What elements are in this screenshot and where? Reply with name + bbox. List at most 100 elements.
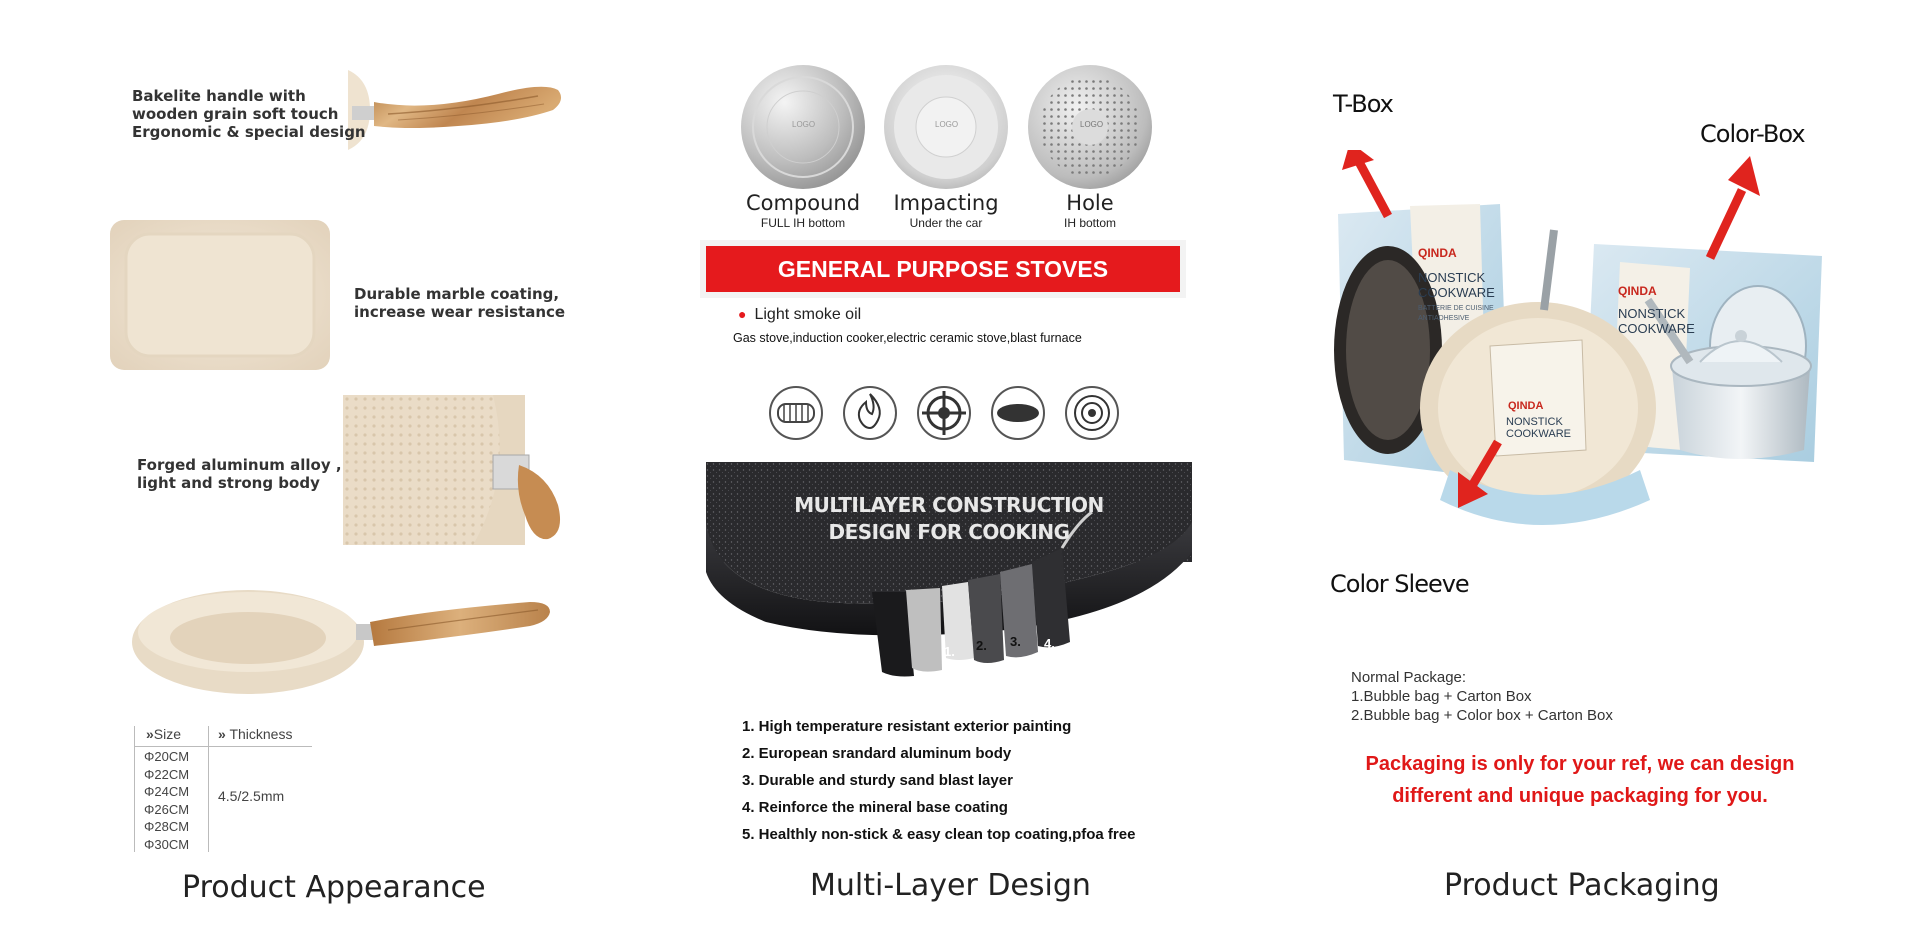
packaging-custom-line: different and unique packaging for you. [1392,785,1768,807]
box-small-left: BATTERIE DE CUISINE ANTIADHESIVE [1418,304,1494,324]
normal-package-note: Normal Package: 1.Bubble bag + Carton Bo… [1351,668,1613,725]
sleeve-brand: QINDA [1508,400,1544,412]
size-value: Φ28CM [144,819,190,834]
multilayer-construction-graphic [706,462,1192,677]
feature-handle-line: wooden grain soft touch [132,105,339,123]
bottom-title: Compound [745,191,861,215]
feature-coating-text: Durable marble coating, increase wear re… [354,285,565,321]
red-bullet-icon: ● [738,306,747,322]
sleeve-text: NONSTICK COOKWARE [1506,416,1571,440]
thickness-header: » Thickness [218,726,292,742]
label-t-box: T-Box [1333,90,1394,118]
logo-stamp-hole: LOGO [1080,120,1104,129]
size-value: Φ30CM [144,836,190,852]
marble-coating-image [110,220,330,370]
normal-package-line: Normal Package: [1351,669,1467,686]
packaging-custom-line: Packaging is only for your ref, we can d… [1365,753,1795,775]
panel-product-appearance: Bakelite handle with wooden grain soft t… [0,0,640,947]
gas-burner-icon [917,386,971,440]
chevron-right-icon: » [146,726,154,742]
label-color-sleeve: Color Sleeve [1330,570,1470,598]
layer-number-2: 2. [976,638,987,653]
table-column-divider [208,726,209,852]
general-purpose-stoves-banner: GENERAL PURPOSE STOVES [706,246,1180,292]
bottom-hole-label: Hole IH bottom [1020,190,1160,230]
ceramic-hob-icon [1065,386,1119,440]
bottom-title: Hole [1066,191,1114,215]
stove-icons-row [769,386,1119,440]
feature-body-text: Forged aluminum alloy , light and strong… [137,456,342,492]
layer-number-1: 1. [944,644,955,659]
panel-multilayer-design: LOGO LOGO LOGO Compound FULL IH bottom I… [640,0,1280,947]
caption-product-appearance: Product Appearance [182,870,486,905]
size-value: Φ24CM [144,784,190,799]
gas-flame-icon [843,386,897,440]
layer-description: 1. High temperature resistant exterior p… [742,718,1072,735]
chevron-right-icon: » [218,726,226,742]
box-text-line: COOKWARE [1418,285,1495,300]
size-value: Φ22CM [144,766,190,782]
bottom-subtitle: FULL IH bottom [760,216,846,230]
caption-product-packaging: Product Packaging [1444,868,1720,903]
size-header: »Size [146,726,181,742]
construction-title-line: MULTILAYER CONSTRUCTION [794,493,1104,517]
feature-handle-line: Ergonomic & special design [132,123,366,141]
stove-types-text: Gas stove,induction cooker,electric cera… [733,331,1082,345]
packaging-photo [1334,150,1822,525]
construction-title-line: DESIGN FOR COOKING [828,520,1070,544]
handle-closeup-image [348,70,562,150]
sleeve-text-line: COOKWARE [1506,428,1571,440]
bottom-impacting-label: Impacting Under the car [876,190,1016,230]
layer-number-5: 5. [1084,648,1095,663]
forged-body-image [343,395,561,545]
layer-number-3: 3. [1010,634,1021,649]
feature-body-line: light and strong body [137,474,320,492]
layer-description: 2. European srandard aluminum body [742,745,1012,762]
box-small-line: ANTIADHESIVE [1418,315,1470,322]
box-text-line: COOKWARE [1618,321,1695,336]
bottom-compound-image [741,65,865,189]
layer-number-4: 4. [1044,636,1055,651]
box-brand-right: QINDA [1618,284,1657,298]
bottom-compound-label: Compound FULL IH bottom [733,190,873,230]
size-header-label: Size [153,726,182,742]
feature-coating-line: Durable marble coating, [354,285,560,303]
bottom-subtitle: Under the car [909,216,983,230]
light-smoke-oil-row: ● Light smoke oil [738,306,861,324]
bottom-title: Impacting [893,191,999,215]
feature-handle-line: Bakelite handle with [132,87,306,105]
light-smoke-oil-text: Light smoke oil [754,306,862,323]
feature-handle-text: Bakelite handle with wooden grain soft t… [132,87,366,141]
label-color-box: Color-Box [1700,120,1806,148]
packaging-custom-note: Packaging is only for your ref, we can d… [1330,748,1830,812]
box-brand-left: QINDA [1418,246,1457,260]
sleeve-text-line: NONSTICK [1506,416,1563,428]
box-text-line: NONSTICK [1618,306,1686,321]
logo-stamp-impacting: LOGO [935,120,959,129]
feature-body-line: Forged aluminum alloy , [137,456,342,474]
normal-package-line: 1.Bubble bag + Carton Box [1351,688,1532,705]
caption-multi-layer-design: Multi-Layer Design [810,868,1091,903]
layer-description: 5. Healthly non-stick & easy clean top c… [742,826,1136,843]
size-list: Φ20CM Φ22CM Φ24CM Φ26CM Φ28CM Φ30CM [144,748,189,853]
construction-title: MULTILAYER CONSTRUCTION DESIGN FOR COOKI… [706,492,1192,546]
thickness-header-label: Thickness [229,726,293,742]
layer-description: 4. Reinforce the mineral base coating [742,799,1008,816]
thickness-value: 4.5/2.5mm [218,788,285,804]
bottom-subtitle: IH bottom [1063,216,1117,230]
frying-pan-image [132,590,550,694]
box-text-right: NONSTICK COOKWARE [1618,306,1695,336]
electric-plate-icon [991,386,1045,440]
normal-package-line: 2.Bubble bag + Color box + Carton Box [1351,707,1613,724]
box-text-left: NONSTICK COOKWARE [1418,270,1495,300]
size-value: Φ20CM [144,749,190,764]
bottom-impacting-image [884,65,1008,189]
feature-coating-line: increase wear resistance [354,303,566,321]
table-left-border [134,726,135,852]
bottom-hole-image [1028,65,1152,189]
layer-description: 3. Durable and sturdy sand blast layer [742,772,1013,789]
table-header-divider [134,746,312,747]
induction-coil-icon [769,386,823,440]
size-value: Φ26CM [144,801,190,817]
logo-stamp-compound: LOGO [792,120,816,129]
